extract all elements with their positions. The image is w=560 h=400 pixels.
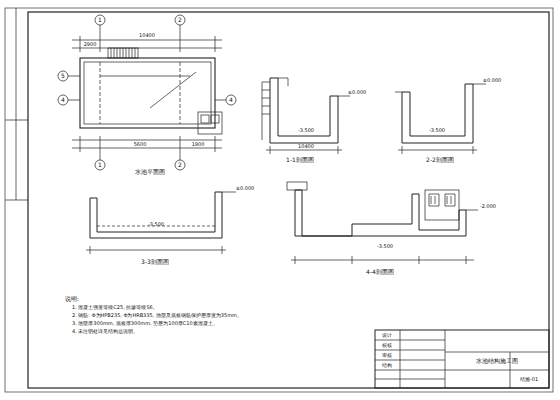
dimension: 5600 <box>134 142 147 147</box>
view-title: 1-1剖面图 <box>286 157 314 163</box>
axis-number: 1 <box>98 17 102 23</box>
note-line: 3. 池壁厚300mm, 底板厚300mm, 垫层为100厚C10素混凝土。 <box>72 321 218 326</box>
section-1-1 <box>262 78 350 154</box>
axis-number: 4 <box>61 97 65 103</box>
note-line: 4. 未注明处详见结构总说明。 <box>72 329 138 334</box>
dimension: 2900 <box>84 42 97 47</box>
title-cell: 结构 <box>382 363 392 368</box>
dimension: 10400 <box>298 144 314 149</box>
binding-line <box>5 200 28 201</box>
drawing-number: 结施-01 <box>520 377 538 382</box>
drawing-border <box>28 12 549 388</box>
elevation: ±0.000 <box>236 186 255 191</box>
elevation: -3.500 <box>429 128 445 133</box>
axis-number: 1 <box>98 162 102 168</box>
elevation: ±0.000 <box>348 90 367 95</box>
dimension: 10400 <box>139 33 155 38</box>
note-line: 2. 钢筋: Φ为HPB235, Φ为HRB335, 池壁及底板钢筋保护层厚度为… <box>72 313 242 318</box>
view-title: 4-4剖面图 <box>366 269 394 275</box>
title-cell: 设计 <box>382 333 392 338</box>
binding-line <box>5 120 28 121</box>
section-2-2 <box>395 84 486 154</box>
elevation: ±0.000 <box>483 78 502 83</box>
section-3-3 <box>86 192 236 254</box>
title-cell: 审核 <box>382 353 392 358</box>
title-block <box>375 330 549 388</box>
note-line: 1. 混凝土强度等级C25, 抗渗等级S6。 <box>72 305 158 310</box>
dimension: 1900 <box>192 142 205 147</box>
title-cell: 校核 <box>382 343 392 348</box>
binding-line <box>16 8 17 200</box>
view-title: 2-2剖面图 <box>426 157 454 163</box>
elevation: -3.500 <box>377 244 393 249</box>
sheet-frame <box>5 8 553 392</box>
elevation: -3.500 <box>298 128 314 133</box>
view-title: 3-3剖面图 <box>141 259 169 265</box>
pool-plan <box>58 15 236 170</box>
axis-number: 2 <box>178 17 182 23</box>
axis-number: 2 <box>178 162 182 168</box>
elevation: -2.000 <box>480 204 496 209</box>
elevation: -3.500 <box>148 222 164 227</box>
notes-heading: 说明: <box>65 296 79 302</box>
axis-number: 5 <box>61 73 65 79</box>
section-4-4 <box>287 182 478 264</box>
view-title: 水池平面图 <box>135 169 165 175</box>
axis-number: 4 <box>229 97 233 103</box>
drawing-name: 水池结构施工图 <box>476 358 518 364</box>
